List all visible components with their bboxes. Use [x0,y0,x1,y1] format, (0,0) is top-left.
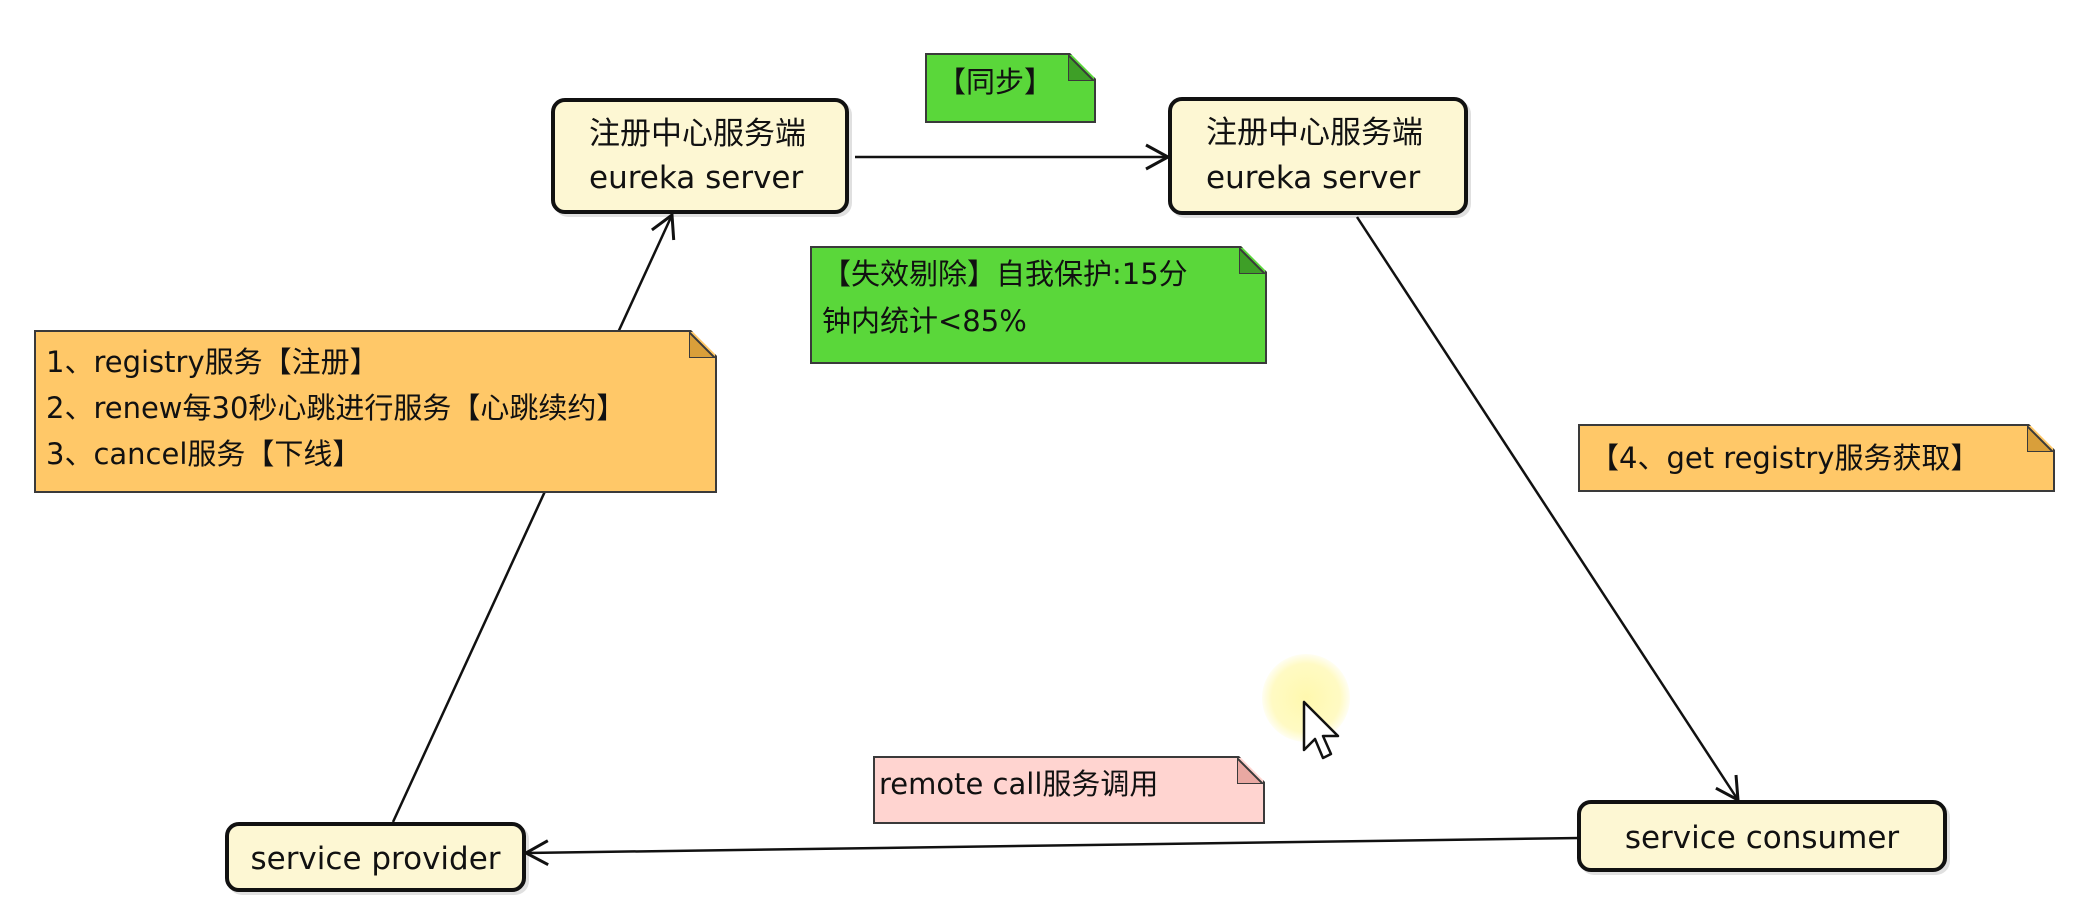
remote-call-arrow [522,836,1581,867]
eviction-note-line2: 钟内统计<85% [822,304,1027,338]
remote-call-note: remote call服务调用 [873,756,1265,824]
sync-note: 【同步】 [925,53,1096,123]
get-registry-note-text: 【4、get registry服务获取】 [1590,441,1980,475]
eureka-server-left-node[interactable]: 注册中心服务端 eureka server [551,98,849,214]
eureka-left-subtitle: eureka server [589,160,804,196]
eureka-right-title: 注册中心服务端 [1206,115,1423,151]
remote-call-note-text: remote call服务调用 [879,767,1159,801]
service-provider-label: service provider [250,841,501,877]
sync-note-text: 【同步】 [937,65,1054,99]
registry-note-line3: 3、cancel服务【下线】 [46,437,362,471]
registry-note-line2: 2、renew每30秒心跳进行服务【心跳续约】 [46,391,626,425]
eviction-note-line1: 【失效剔除】自我保护:15分 [822,257,1188,291]
service-consumer-label: service consumer [1624,820,1900,856]
eureka-server-right-node[interactable]: 注册中心服务端 eureka server [1168,97,1468,215]
get-registry-note: 【4、get registry服务获取】 [1578,424,2055,492]
note-fold-icon [1239,248,1265,274]
note-fold-icon [1068,55,1094,81]
mouse-pointer-icon [1302,700,1340,760]
registry-note-line1: 1、registry服务【注册】 [46,345,379,379]
register-arrow [391,212,676,823]
fetch-registry-arrow [1355,216,1740,803]
eviction-note: 【失效剔除】自我保护:15分 钟内统计<85% [810,246,1267,364]
eureka-left-title: 注册中心服务端 [589,116,806,152]
registry-operations-note: 1、registry服务【注册】 2、renew每30秒心跳进行服务【心跳续约】… [34,330,717,493]
service-provider-node[interactable]: service provider [225,822,526,892]
eureka-right-subtitle: eureka server [1206,160,1421,196]
note-fold-icon [1237,758,1263,784]
note-fold-icon [689,332,715,358]
note-fold-icon [2027,426,2053,452]
service-consumer-node[interactable]: service consumer [1577,800,1947,872]
